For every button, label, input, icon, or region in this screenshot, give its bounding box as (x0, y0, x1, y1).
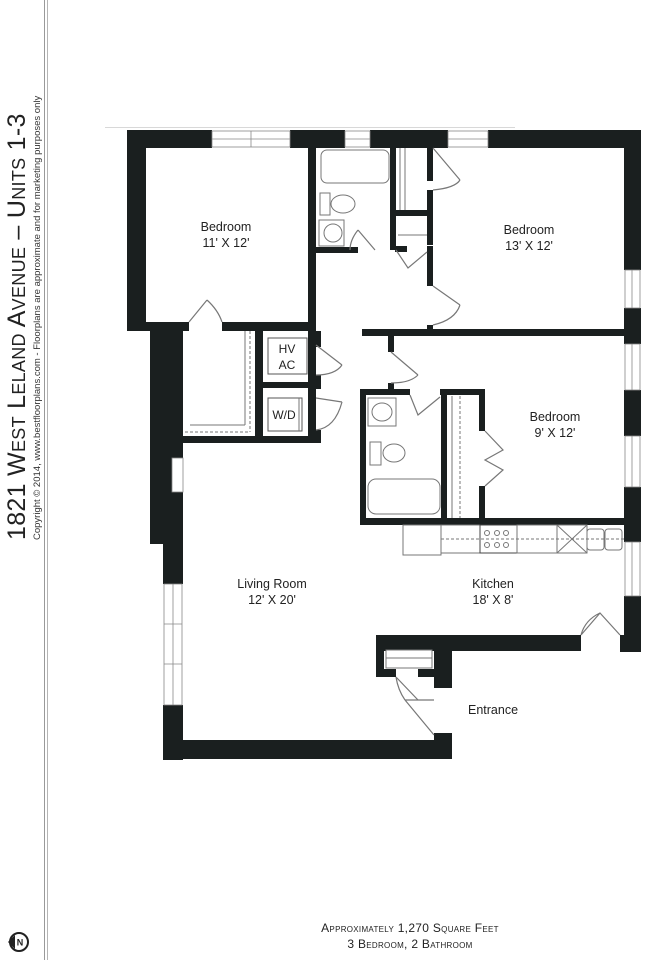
windows (163, 130, 641, 706)
bed-bath-count: 3 Bedroom, 2 Bathroom (347, 937, 473, 951)
living-room-name: Living Room (237, 577, 306, 591)
bedroom-2-size: 13' X 12' (505, 239, 553, 253)
doors (188, 147, 621, 736)
bedroom-1-name: Bedroom (201, 220, 252, 234)
compass-label: N (17, 938, 24, 948)
fixtures (185, 148, 624, 669)
square-footage: Approximately 1,270 Square Feet (321, 921, 499, 935)
walls (127, 130, 641, 760)
bedroom-1-size: 11' X 12' (203, 236, 250, 250)
border-line (44, 0, 45, 960)
bedroom-3-size: 9' X 12' (535, 426, 576, 440)
border-line (47, 0, 48, 960)
entrance-label: Entrance (468, 703, 518, 717)
bedroom-3-name: Bedroom (530, 410, 581, 424)
bedroom-2-name: Bedroom (504, 223, 555, 237)
living-room-size: 12' X 20' (248, 593, 296, 607)
hvac-label-2: AC (279, 358, 296, 372)
kitchen-name: Kitchen (472, 577, 514, 591)
laundry-label: W/D (272, 408, 296, 422)
scan-line (105, 127, 515, 128)
room-labels: Bedroom 11' X 12' Bedroom 13' X 12' Bedr… (201, 220, 581, 717)
kitchen-size: 18' X 8' (473, 593, 514, 607)
hvac-label-1: HV (279, 342, 296, 356)
north-arrow-icon: N (8, 932, 29, 952)
